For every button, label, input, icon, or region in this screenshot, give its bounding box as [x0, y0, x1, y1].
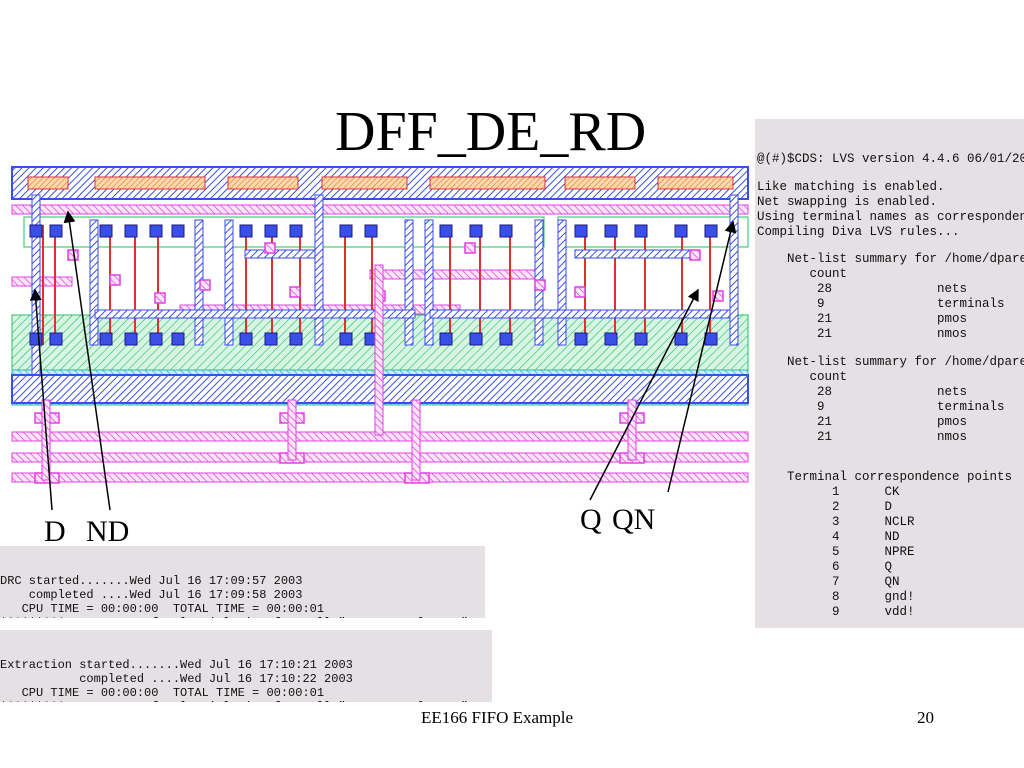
lvs-log-line: 1 CK — [757, 484, 900, 499]
pin-label-qn: QN — [612, 503, 656, 536]
lvs-log-line: 28 nets — [757, 282, 968, 296]
lvs-log-line: 21 pmos — [757, 414, 968, 429]
lvs-log-line: 5 NPRE — [757, 544, 915, 559]
lvs-log-line: Net swapping is enabled. — [757, 194, 938, 209]
lvs-log-line: 6 Q — [757, 559, 893, 574]
lvs-log-line: 8 gnd! — [757, 589, 915, 604]
lvs-log-line: 21 nmos — [757, 429, 968, 444]
lvs-log-line — [757, 620, 1024, 629]
slide-title: DFF_DE_RD — [335, 101, 647, 163]
extraction-log-line: completed ....Wed Jul 16 17:10:22 2003 — [0, 672, 353, 686]
lvs-log-line: 9 vdd! — [757, 604, 915, 619]
drc-log-line: DRC started.......Wed Jul 16 17:09:57 20… — [0, 574, 303, 588]
extraction-log-line: Extraction started.......Wed Jul 16 17:1… — [0, 658, 353, 672]
extraction-log-line: ********* Summary of rule violation for … — [0, 700, 492, 702]
pin-label-nd: ND — [86, 515, 130, 548]
lvs-log-line: 3 NCLR — [757, 514, 915, 529]
lvs-log-line: @(#)$CDS: LVS version 4.4.6 06/01/20 — [757, 152, 1024, 166]
lvs-log-line: 9 terminals — [757, 399, 1005, 414]
drc-log-line: CPU TIME = 00:00:00 TOTAL TIME = 00:00:0… — [0, 602, 325, 616]
lvs-log-line — [757, 167, 1024, 180]
lvs-log-line: Net-list summary for /home/dpare — [757, 252, 1024, 266]
lvs-log-line: Like matching is enabled. — [757, 179, 945, 194]
lvs-log-line: Using terminal names as corresponden — [757, 209, 1024, 224]
pin-label-q: Q — [580, 503, 602, 536]
lvs-log-line: Net-list summary for /home/dpare — [757, 354, 1024, 369]
lvs-log-line: 21 nmos — [757, 327, 968, 341]
lvs-log-line: Terminal correspondence points — [757, 469, 1013, 484]
lvs-log-line — [757, 457, 1024, 470]
drc-log-line: ********* Summary of rule violation for … — [0, 616, 485, 618]
lvs-log-line — [757, 240, 1024, 253]
lvs-log-line: 21 pmos — [757, 312, 968, 326]
lvs-log-line — [757, 342, 1024, 355]
drc-log-line: completed ....Wed Jul 16 17:09:58 2003 — [0, 588, 303, 602]
extraction-log-panel: Extraction started.......Wed Jul 16 17:1… — [0, 630, 492, 702]
lvs-log-line: 2 D — [757, 499, 893, 514]
extraction-log-line: CPU TIME = 00:00:00 TOTAL TIME = 00:00:0… — [0, 686, 325, 700]
layout-view — [11, 166, 749, 484]
lvs-log-line: count — [757, 267, 848, 281]
lvs-log-line: 7 QN — [757, 574, 900, 589]
drc-log-panel: DRC started.......Wed Jul 16 17:09:57 20… — [0, 546, 485, 618]
lvs-log-line: 9 terminals — [757, 297, 1005, 311]
lvs-log-line: Compiling Diva LVS rules... — [757, 224, 960, 239]
lvs-log-line: count — [757, 369, 848, 384]
footer-title: EE166 FIFO Example — [421, 708, 574, 727]
lvs-log-line — [757, 445, 1024, 458]
lvs-log-line: 28 nets — [757, 384, 968, 399]
pin-label-d: D — [44, 515, 66, 548]
lvs-log-line: 4 ND — [757, 529, 900, 544]
page-number: 20 — [917, 708, 934, 727]
